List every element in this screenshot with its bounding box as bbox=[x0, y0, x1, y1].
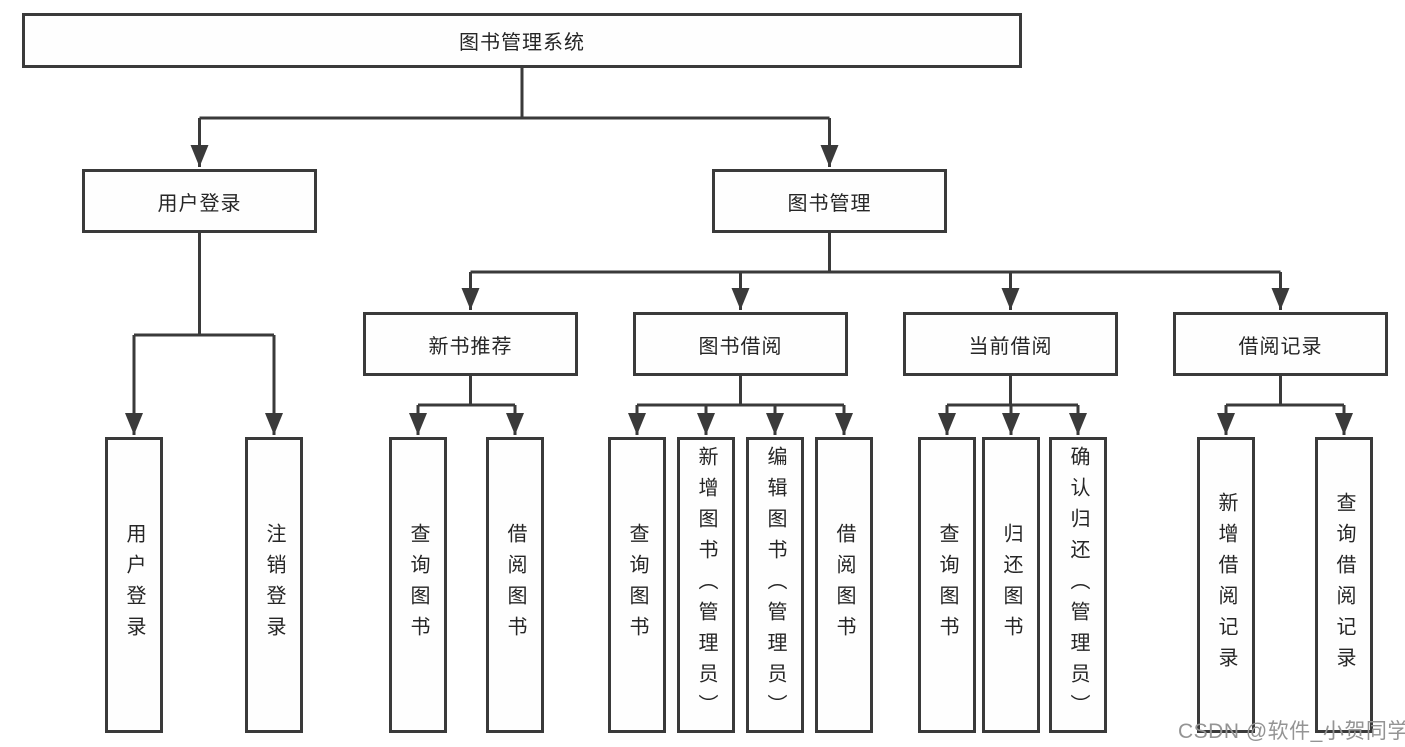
leaf-label: 新增借阅记录 bbox=[1215, 492, 1237, 678]
leaf-return-book: 归还图书 bbox=[982, 437, 1040, 733]
node-label: 图书管理 bbox=[787, 192, 872, 215]
leaf-label: 借阅图书 bbox=[504, 523, 526, 647]
node-library-management-system: 图书管理系统 bbox=[22, 13, 1022, 68]
leaf-borrow-books: 借阅图书 bbox=[815, 437, 873, 733]
leaf-add-borrow-record: 新增借阅记录 bbox=[1197, 437, 1255, 733]
leaf-borrow-books-recommend: 借阅图书 bbox=[486, 437, 544, 733]
leaf-label: 新增图书（管理员） bbox=[695, 445, 717, 725]
csdn-watermark: CSDN @软件_小贺同学 bbox=[1178, 720, 1405, 743]
leaf-confirm-return-admin: 确认归还（管理员） bbox=[1049, 437, 1107, 733]
leaf-label: 查询图书 bbox=[626, 523, 648, 647]
node-label: 图书管理系统 bbox=[459, 32, 585, 54]
leaf-label: 查询借阅记录 bbox=[1333, 492, 1355, 678]
node-label: 借阅记录 bbox=[1238, 335, 1323, 358]
node-label: 当前借阅 bbox=[968, 335, 1053, 358]
leaf-label: 编辑图书（管理员） bbox=[764, 445, 786, 725]
leaf-query-books-borrow: 查询图书 bbox=[608, 437, 666, 733]
node-current-borrow: 当前借阅 bbox=[903, 312, 1118, 376]
node-book-borrow: 图书借阅 bbox=[633, 312, 848, 376]
leaf-edit-book-admin: 编辑图书（管理员） bbox=[746, 437, 804, 733]
leaf-label: 归还图书 bbox=[1000, 523, 1022, 647]
node-user-login: 用户登录 bbox=[82, 169, 317, 233]
leaf-logout: 注销登录 bbox=[245, 437, 303, 733]
leaf-query-books-recommend: 查询图书 bbox=[389, 437, 447, 733]
leaf-label: 确认归还（管理员） bbox=[1067, 445, 1089, 725]
node-label: 图书借阅 bbox=[698, 335, 783, 358]
node-label: 用户登录 bbox=[157, 192, 242, 215]
leaf-user-login: 用户登录 bbox=[105, 437, 163, 733]
node-borrow-records: 借阅记录 bbox=[1173, 312, 1388, 376]
node-new-book-recommend: 新书推荐 bbox=[363, 312, 578, 376]
leaf-label: 查询图书 bbox=[407, 523, 429, 647]
leaf-label: 查询图书 bbox=[936, 523, 958, 647]
node-label: 新书推荐 bbox=[428, 335, 513, 358]
node-book-management: 图书管理 bbox=[712, 169, 947, 233]
leaf-query-borrow-record: 查询借阅记录 bbox=[1315, 437, 1373, 733]
leaf-label: 借阅图书 bbox=[833, 523, 855, 647]
leaf-add-book-admin: 新增图书（管理员） bbox=[677, 437, 735, 733]
leaf-query-books-current: 查询图书 bbox=[918, 437, 976, 733]
leaf-label: 用户登录 bbox=[123, 523, 145, 647]
leaf-label: 注销登录 bbox=[263, 523, 285, 647]
